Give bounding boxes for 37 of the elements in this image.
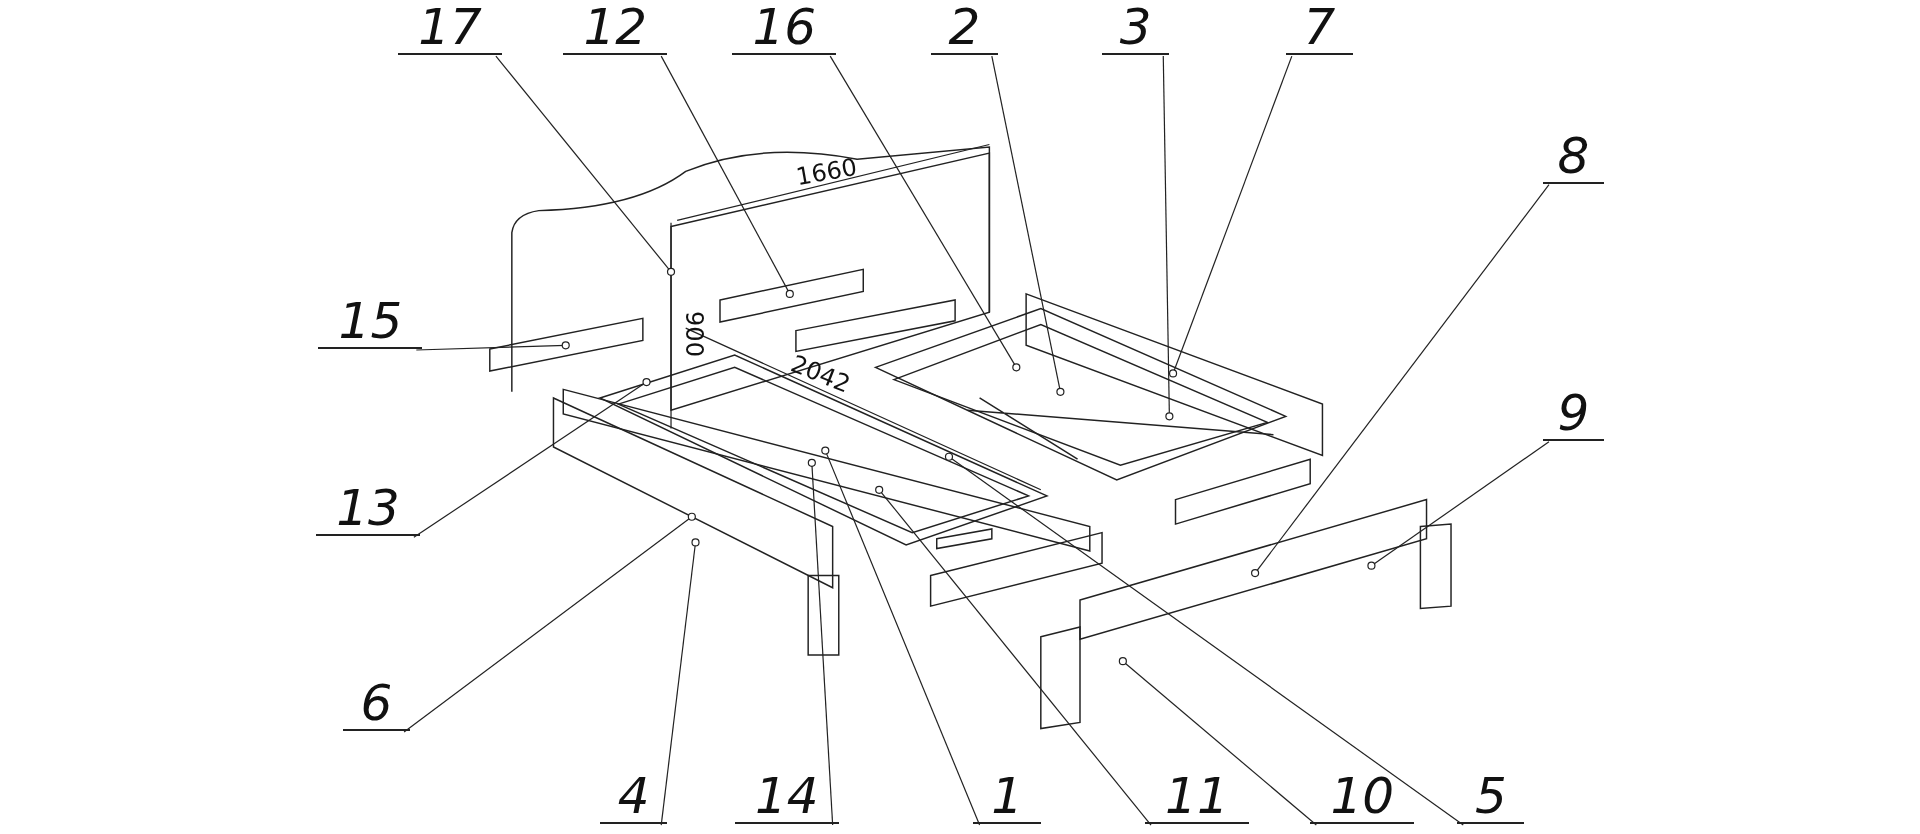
leader-line: [991, 55, 1065, 396]
leader-line: [495, 55, 676, 276]
leader-line: [1367, 441, 1550, 570]
leader-line: [1162, 55, 1174, 421]
leader-line: [1118, 657, 1317, 826]
leader-line: [821, 446, 981, 826]
callout-number: 11: [1144, 770, 1249, 825]
leader-line: [1168, 55, 1293, 378]
dimension-value: 900: [680, 310, 707, 357]
callout-number: 9: [1542, 386, 1605, 441]
callout-number: 4: [600, 770, 668, 825]
leader-line: [875, 485, 1152, 826]
callout-number: 6: [342, 677, 411, 731]
callout-number: 14: [734, 770, 839, 825]
callout-number: 2: [930, 1, 998, 56]
dimension-value: 2042: [787, 350, 854, 398]
dimension-value: 1660: [794, 154, 859, 191]
callout-number: 10: [1310, 770, 1415, 825]
callout-number: 3: [1102, 1, 1170, 56]
leader-line: [660, 55, 794, 298]
callout-number: 15: [318, 294, 423, 349]
callout-number: 1: [973, 770, 1041, 825]
callout-number: 7: [1285, 1, 1354, 56]
leader-line: [807, 458, 834, 826]
leader-line: [1251, 184, 1550, 578]
leader-line: [829, 55, 1021, 372]
leader-line: [413, 377, 651, 538]
leader-line: [660, 538, 700, 826]
leader-line: [944, 452, 1464, 826]
callout-number: 8: [1542, 129, 1605, 184]
callout-number: 13: [315, 482, 420, 537]
leader-line: [403, 512, 696, 733]
callout-number: 17: [397, 1, 503, 56]
callout-number: 16: [732, 1, 837, 56]
callout-number: 12: [563, 1, 668, 56]
leader-line: [415, 341, 570, 351]
callout-number: 5: [1457, 770, 1525, 825]
